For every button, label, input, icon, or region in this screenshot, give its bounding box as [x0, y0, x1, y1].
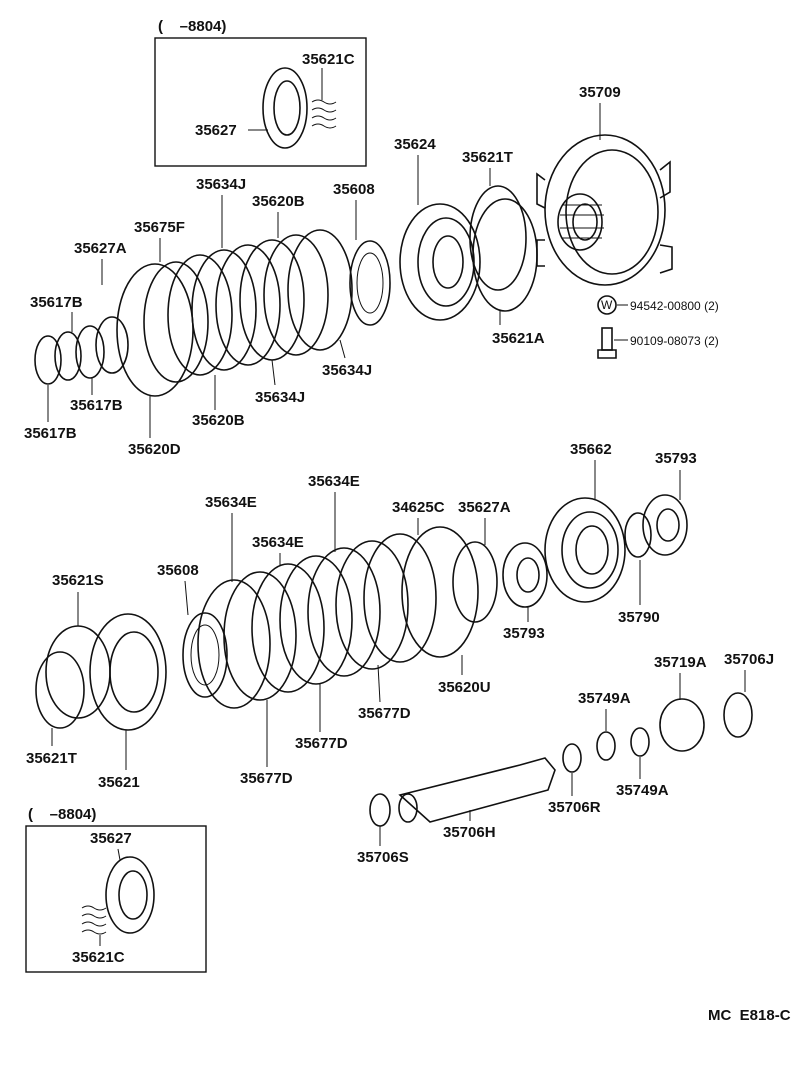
label-35790: 35790 — [618, 609, 660, 626]
washer-symbol: W — [601, 298, 613, 312]
label-35706H: 35706H — [443, 824, 496, 841]
bottom-inset-frame — [25, 825, 207, 973]
label-35627-bottom: 35627 — [90, 830, 132, 847]
seal-35621S — [45, 625, 111, 719]
label-35793-top: 35793 — [655, 450, 697, 467]
label-35675F: 35675F — [134, 219, 185, 236]
label-35621A: 35621A — [492, 330, 545, 347]
figure-code: MC E818-C — [708, 1007, 791, 1024]
label-35621T-top: 35621T — [462, 149, 513, 166]
hub-group-35662: 35662 35793 35790 35793 — [502, 441, 697, 642]
washer-35706S — [369, 793, 391, 827]
label-35608-top: 35608 — [333, 181, 375, 198]
seals-35621T-35621A: 35621T 35621A — [462, 149, 545, 347]
label-35620B-bottom: 35620B — [192, 412, 245, 429]
label-35608-bottom: 35608 — [157, 562, 199, 579]
washer-35749A-2 — [630, 727, 650, 757]
bolt-icon — [601, 327, 613, 351]
piston-35621: 35621S 35621T 35621 — [26, 572, 167, 791]
spring-ring-35608-top — [349, 240, 391, 326]
ring-35706R — [562, 743, 582, 773]
label-35793-bottom: 35793 — [503, 625, 545, 642]
bottom-inset: ( –8804) 35627 35621C — [25, 806, 207, 973]
label-35621C-top: 35621C — [302, 51, 355, 68]
retainer-35627-bottom-outer — [105, 856, 155, 934]
label-35627A-right: 35627A — [458, 499, 511, 516]
top-inset-range-label: ( –8804) — [158, 18, 226, 35]
label-35634J-mid: 35634J — [255, 389, 305, 406]
springs-35621C-top — [311, 99, 337, 129]
washer-35749A-1 — [596, 731, 616, 761]
fasteners: W 94542-00800 (2) 90109-08073 (2) — [597, 295, 719, 359]
label-35677D-2: 35677D — [295, 735, 348, 752]
top-inset: ( –8804) 35621C 35627 — [154, 18, 367, 167]
label-35617B-3: 35617B — [24, 425, 77, 442]
label-35621C-bottom: 35621C — [72, 949, 125, 966]
label-35634E-2: 35634E — [205, 494, 257, 511]
gear-35719A — [659, 698, 705, 752]
top-inset-frame — [154, 37, 367, 167]
label-35617B-2: 35617B — [70, 397, 123, 414]
bottom-inset-range-label: ( –8804) — [28, 806, 96, 823]
snap-ring-35627A-right — [452, 541, 498, 623]
shaft-35706H — [398, 757, 556, 823]
label-35627A-left: 35627A — [74, 240, 127, 257]
snap-rings-35617B: 35617B 35617B 35617B — [24, 294, 129, 442]
label-35627-top: 35627 — [195, 122, 237, 139]
spring-ring-35608-bottom — [182, 612, 228, 698]
label-35620B-top: 35620B — [252, 193, 305, 210]
label-34625C: 34625C — [392, 499, 445, 516]
label-35677D-1: 35677D — [358, 705, 411, 722]
retainer-35627-top-inner — [273, 80, 301, 136]
label-35634E-3: 35634E — [252, 534, 304, 551]
label-35620U: 35620U — [438, 679, 491, 696]
label-35617B-1: 35617B — [30, 294, 83, 311]
label-35706R: 35706R — [548, 799, 601, 816]
label-35662: 35662 — [570, 441, 612, 458]
label-35719A: 35719A — [654, 654, 707, 671]
label-35634E-1: 35634E — [308, 473, 360, 490]
washer-35706J — [723, 692, 753, 738]
springs-35621C-bottom — [81, 905, 107, 935]
label-35634J-right: 35634J — [322, 362, 372, 379]
label-35621S: 35621S — [52, 572, 104, 589]
ring-35620U — [401, 526, 479, 658]
label-35634J-top: 35634J — [196, 176, 246, 193]
shaft-group: 35719A 35706J 35749A 35749A 35706R 35706… — [357, 651, 774, 866]
label-35624: 35624 — [394, 136, 436, 153]
washer-icon — [597, 295, 617, 315]
seal-35621T — [35, 651, 85, 729]
label-35709: 35709 — [579, 84, 621, 101]
label-35621T-bottom: 35621T — [26, 750, 77, 767]
label-35620D: 35620D — [128, 441, 181, 458]
label-35706S: 35706S — [357, 849, 409, 866]
retainer-35627-bottom-inner — [118, 870, 148, 920]
label-35621: 35621 — [98, 774, 140, 791]
top-clutch-pack: 35608 35634J 35620B 35675F 35627A 35634J… — [74, 176, 391, 458]
label-35749A-1: 35749A — [578, 690, 631, 707]
label-35706J: 35706J — [724, 651, 774, 668]
label-94542: 94542-00800 (2) — [630, 299, 719, 313]
label-35677D-3: 35677D — [240, 770, 293, 787]
bottom-clutch-pack: 35627A 35620U 34625C 35634E 35634E 35634… — [157, 473, 511, 787]
retainer-35627-top-outer — [262, 67, 308, 149]
piston-35624: 35624 — [394, 136, 481, 321]
drum-35709: 35709 — [536, 84, 673, 286]
label-90109: 90109-08073 (2) — [630, 334, 719, 348]
flange-35620D — [116, 263, 194, 397]
label-35749A-2: 35749A — [616, 782, 669, 799]
